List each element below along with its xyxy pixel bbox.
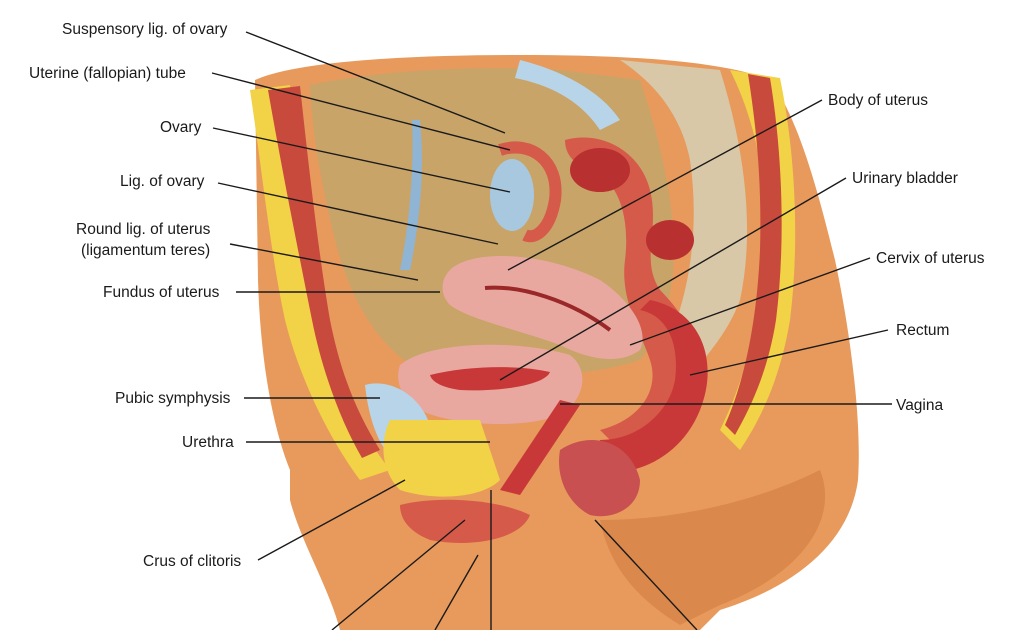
leader-body-uterus: [507, 99, 823, 271]
label-uterine-tube: Uterine (fallopian) tube: [29, 65, 186, 82]
label-urinary-bladder: Urinary bladder: [852, 170, 958, 187]
uterus: [442, 256, 643, 360]
sigmoid-colon: [565, 137, 703, 453]
label-lig-ovary: Lig. of ovary: [120, 173, 205, 190]
leader-bottom-4: [594, 519, 698, 630]
abdominal-fat: [250, 85, 390, 480]
label-ovary: Ovary: [160, 119, 202, 136]
leader-cervix: [629, 257, 871, 346]
leader-bladder: [499, 177, 847, 381]
ovary: [490, 159, 534, 231]
label-rectum: Rectum: [896, 322, 950, 339]
label-body-uterus: Body of uterus: [828, 92, 928, 109]
label-urethra: Urethra: [182, 434, 234, 451]
label-crus-clitoris: Crus of clitoris: [143, 553, 242, 570]
colon-lumen-1: [570, 148, 630, 192]
label-cervix-uterus: Cervix of uterus: [876, 250, 985, 267]
label-vagina: Vagina: [896, 397, 944, 414]
bladder-lumen: [430, 367, 550, 391]
sacrum: [620, 60, 748, 380]
uterine-cavity: [484, 285, 612, 332]
leader-bottom-2: [434, 554, 479, 630]
label-fundus-uterus: Fundus of uterus: [103, 284, 220, 301]
leader-suspensory: [245, 31, 506, 134]
fallopian-tube: [498, 141, 562, 243]
peritoneum-blue: [515, 60, 620, 130]
leader-crus: [257, 479, 406, 561]
leader-round-lig: [229, 243, 419, 281]
ureter-blue: [400, 120, 422, 270]
leader-uterine-tube: [211, 72, 511, 151]
pelvic-fat: [383, 420, 500, 497]
leader-lig-ovary: [217, 182, 499, 245]
rectum: [590, 300, 708, 473]
leader-rectum: [689, 329, 889, 376]
rectus-muscle: [268, 86, 380, 458]
vagina: [500, 400, 580, 495]
label-round-lig-uterus: Round lig. of uterus: [76, 221, 211, 238]
label-suspensory-lig-ovary: Suspensory lig. of ovary: [62, 21, 228, 38]
leader-ovary: [212, 127, 511, 193]
back-muscle: [725, 74, 782, 435]
label-pubic-symphysis: Pubic symphysis: [115, 390, 231, 407]
leader-bottom-1: [331, 519, 466, 630]
label-ligamentum-teres: (ligamentum teres): [81, 242, 211, 259]
colon-lumen-2: [646, 220, 694, 260]
perineum: [559, 440, 640, 517]
labia: [400, 499, 530, 543]
